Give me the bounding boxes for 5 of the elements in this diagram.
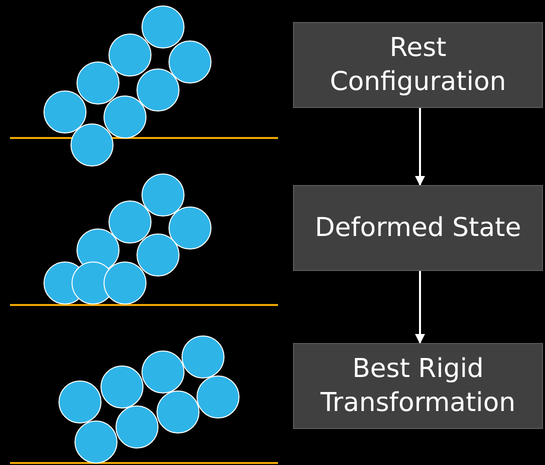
process-box: Deformed State bbox=[293, 185, 543, 271]
arrow bbox=[415, 271, 425, 344]
arrow bbox=[415, 108, 425, 186]
process-box: Best Rigid Transformation bbox=[293, 343, 543, 429]
process-box: Rest Configuration bbox=[293, 22, 543, 108]
